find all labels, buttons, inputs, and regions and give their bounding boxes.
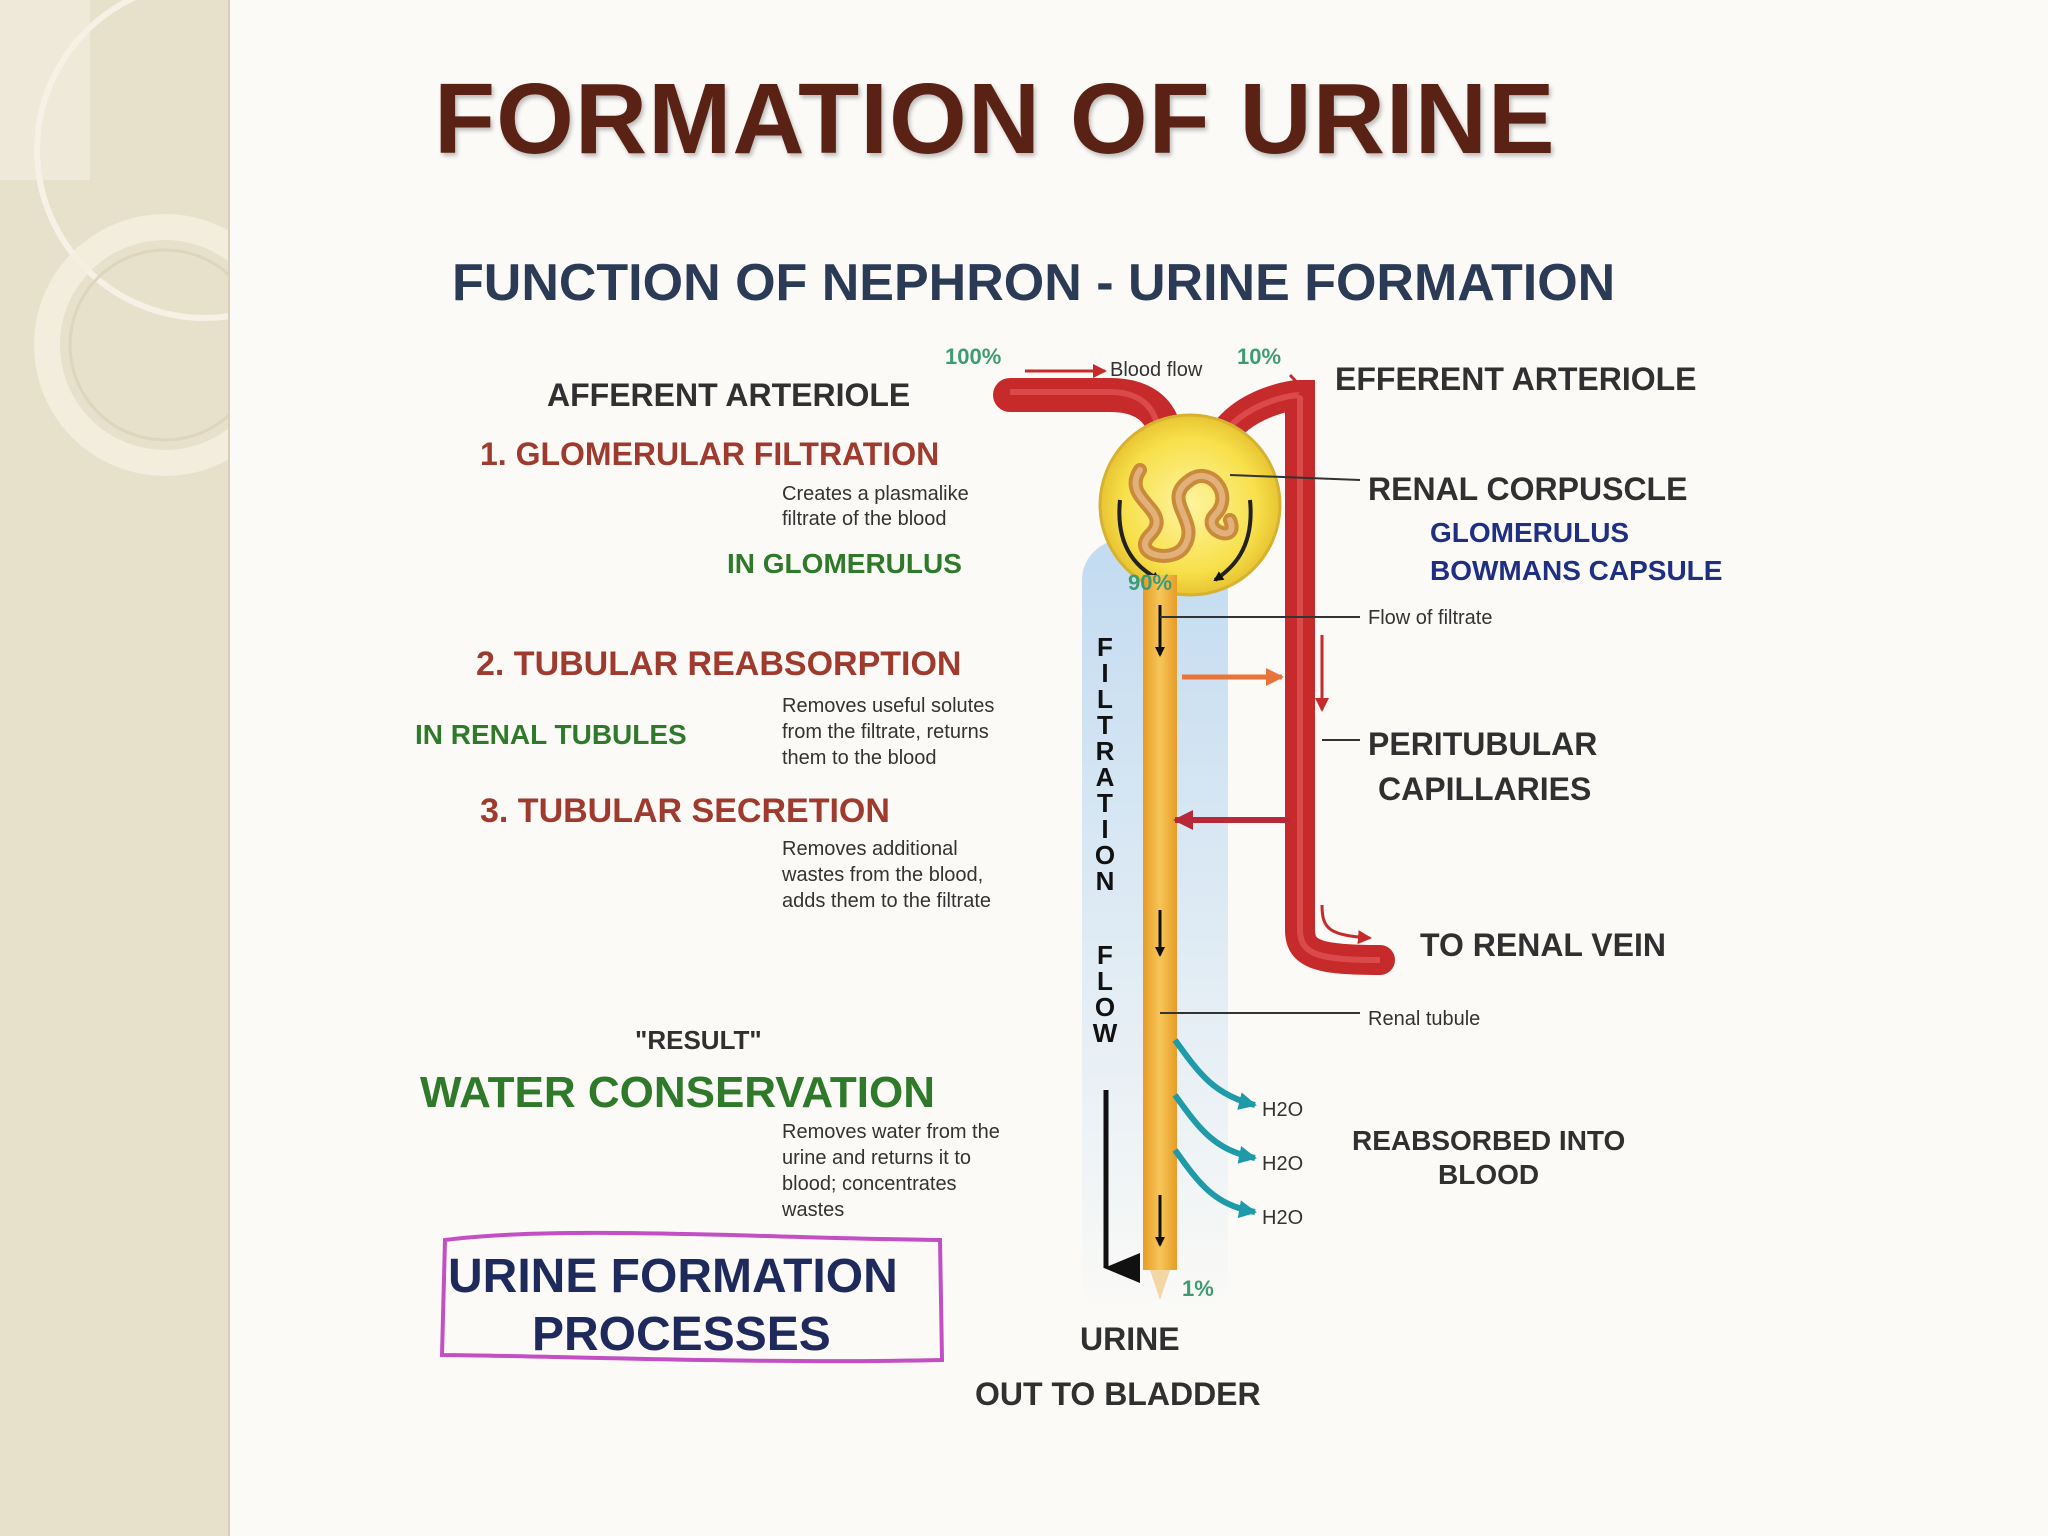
svg-text:O: O: [1095, 840, 1115, 870]
tubular-secretion-desc-1: Removes additional: [782, 838, 958, 860]
result-label: "RESULT": [635, 1025, 762, 1055]
tubular-secretion-label: 3. TUBULAR SECRETION: [480, 792, 890, 830]
glomerular-filtration-desc-2: filtrate of the blood: [782, 508, 947, 530]
svg-text:O: O: [1095, 992, 1115, 1022]
tubular-secretion-desc-3: adds them to the filtrate: [782, 890, 991, 912]
urine-percent: 1%: [1182, 1276, 1214, 1301]
flow-of-filtrate-label: Flow of filtrate: [1368, 607, 1492, 629]
glomerulus-tuft: [1117, 463, 1253, 582]
tubular-reabsorption-desc-3: them to the blood: [782, 747, 937, 769]
svg-text:L: L: [1097, 966, 1113, 996]
svg-text:W: W: [1093, 1018, 1118, 1048]
svg-text:T: T: [1097, 710, 1113, 740]
bowmans-capsule-label: BOWMANS CAPSULE: [1430, 555, 1722, 586]
svg-text:I: I: [1101, 814, 1108, 844]
svg-text:R: R: [1096, 736, 1115, 766]
slide-title: FORMATION OF URINE: [434, 63, 1556, 175]
svg-text:A: A: [1096, 762, 1115, 792]
filtrate-percent: 90%: [1128, 570, 1172, 595]
box-line-1: URINE FORMATION: [448, 1250, 898, 1303]
tubular-reabsorption-label: 2. TUBULAR REABSORPTION: [476, 645, 961, 683]
urine-formation-processes-box: URINE FORMATION PROCESSES: [439, 1230, 945, 1364]
blood-flow-out-percent: 10%: [1237, 344, 1281, 369]
to-renal-vein-label: TO RENAL VEIN: [1420, 927, 1666, 963]
peritubular-label-1: PERITUBULAR: [1368, 726, 1597, 762]
decorative-rings: [0, 0, 228, 476]
glomerular-filtration-location: IN GLOMERULUS: [727, 548, 962, 579]
reabsorbed-label-2: BLOOD: [1438, 1159, 1539, 1190]
glomerulus-label: GLOMERULUS: [1430, 517, 1629, 548]
renal-corpuscle-label: RENAL CORPUSCLE: [1368, 471, 1687, 507]
blood-flow-label: Blood flow: [1110, 359, 1203, 381]
svg-text:N: N: [1096, 866, 1115, 896]
h2o-label-1: H2O: [1262, 1099, 1303, 1121]
decorative-sidebar: [0, 0, 230, 1536]
afferent-arteriole-label: AFFERENT ARTERIOLE: [547, 377, 910, 413]
efferent-arteriole-label: EFFERENT ARTERIOLE: [1335, 361, 1696, 397]
renal-tubule-label: Renal tubule: [1368, 1008, 1480, 1030]
bowmans-capsule: [1098, 413, 1282, 597]
tubular-reabsorption-location: IN RENAL TUBULES: [415, 719, 687, 750]
urine-label: URINE: [1080, 1321, 1180, 1357]
glomerular-filtration-label: 1. GLOMERULAR FILTRATION: [480, 436, 939, 472]
box-line-2: PROCESSES: [532, 1308, 831, 1361]
water-arrows: [1172, 1038, 1257, 1219]
diagram-heading: FUNCTION OF NEPHRON - URINE FORMATION: [452, 254, 1615, 312]
svg-text:I: I: [1101, 658, 1108, 688]
water-conservation-desc-4: wastes: [781, 1199, 844, 1221]
h2o-label-2: H2O: [1262, 1153, 1303, 1175]
glomerular-filtration-desc-1: Creates a plasmalike: [782, 483, 969, 505]
out-to-bladder-label: OUT TO BLADDER: [975, 1376, 1261, 1412]
tubular-reabsorption-desc-2: from the filtrate, returns: [782, 721, 989, 743]
svg-text:T: T: [1097, 788, 1113, 818]
filtration-flow-vertical-label: F I L T R A T I O N F L O W: [1093, 632, 1118, 1048]
svg-text:L: L: [1097, 684, 1113, 714]
leader-lines: [1160, 474, 1361, 1014]
water-conservation-desc-1: Removes water from the: [782, 1121, 1000, 1143]
water-conservation-label: WATER CONSERVATION: [420, 1068, 935, 1117]
blood-flow-in-percent: 100%: [945, 344, 1001, 369]
h2o-label-3: H2O: [1262, 1207, 1303, 1229]
water-conservation-desc-2: urine and returns it to: [782, 1147, 971, 1169]
svg-text:F: F: [1097, 632, 1113, 662]
tubular-reabsorption-desc-1: Removes useful solutes: [782, 695, 994, 717]
water-conservation-desc-3: blood; concentrates: [782, 1173, 957, 1195]
tubular-secretion-desc-2: wastes from the blood,: [781, 864, 983, 886]
reabsorbed-label-1: REABSORBED INTO: [1352, 1125, 1625, 1156]
peritubular-label-2: CAPILLARIES: [1378, 771, 1591, 807]
svg-text:F: F: [1097, 940, 1113, 970]
